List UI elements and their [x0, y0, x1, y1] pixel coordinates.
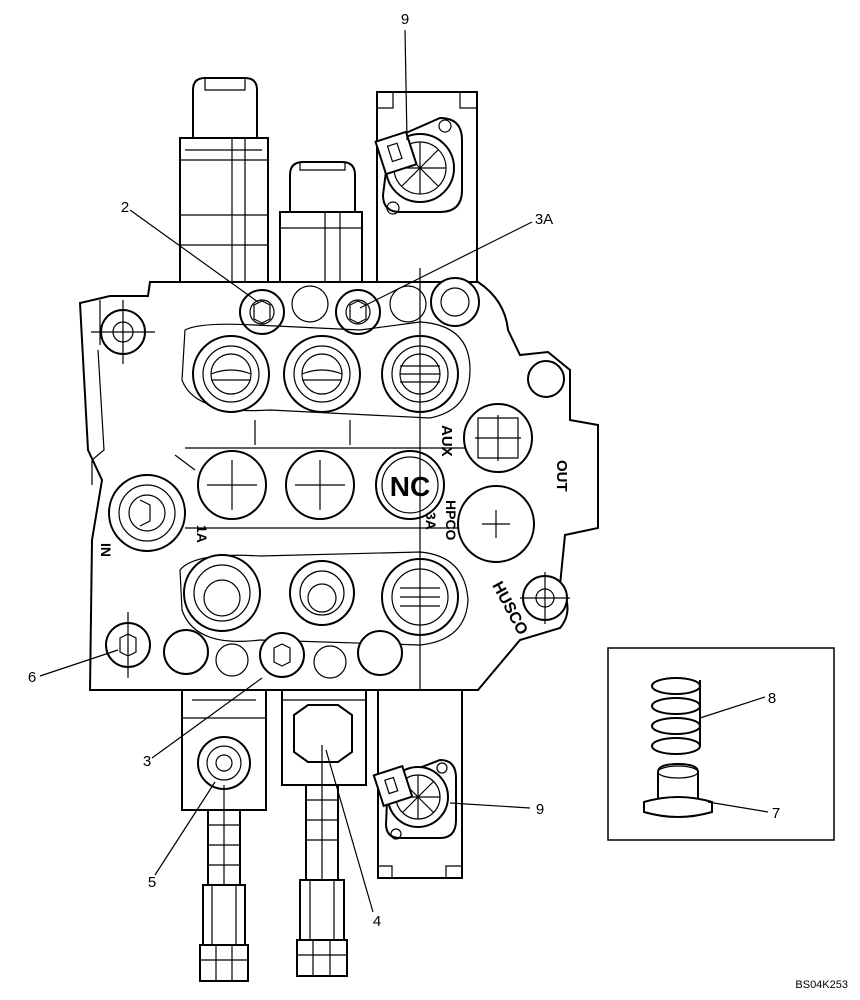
callout-9-top: 9: [401, 11, 409, 28]
in-cast-label: IN: [98, 543, 114, 557]
detail-inset-spring-plug: [607, 647, 835, 841]
port-3a-cast-label: 3A: [423, 512, 439, 530]
callout-7: 7: [772, 805, 780, 822]
callout-labels: 9 2 3A 6 3 5 4 9 8 7: [28, 11, 780, 930]
callout-3a: 3A: [535, 211, 553, 228]
leader-lines: [39, 29, 769, 913]
plug-row-middle: [197, 450, 445, 520]
sensor-connector-block-top: [374, 91, 478, 283]
callout-9-bottom: 9: [536, 801, 544, 818]
bolt-row-bottom: [105, 612, 403, 679]
solenoid-assembly-5: [181, 689, 267, 982]
aux-cast-label: AUX: [438, 425, 455, 457]
callout-8: 8: [768, 690, 776, 707]
callout-3: 3: [143, 753, 151, 770]
solenoid-assembly-4: [281, 689, 367, 977]
plug-detail: [643, 762, 713, 818]
callout-6: 6: [28, 669, 36, 686]
callout-2: 2: [121, 199, 129, 216]
work-ports-upper: [192, 335, 459, 413]
drawing-reference-code: BS04K253: [795, 979, 848, 991]
port-1a-cast-label: 1A: [194, 525, 210, 543]
hpco-cast-label: HPCO: [443, 500, 459, 541]
work-ports-lower: [183, 554, 459, 636]
spring-detail: [651, 677, 701, 755]
solenoid-cartridge-right: [279, 161, 363, 283]
sensor-connector-block-bottom: [372, 689, 463, 879]
bolt-row-top: [239, 277, 480, 335]
inlet-port: [108, 474, 186, 552]
valve-body: [78, 268, 599, 695]
solenoid-cartridge-left: [179, 77, 269, 283]
nc-cast-label: NC: [390, 471, 430, 502]
callout-5: 5: [148, 874, 156, 891]
out-cast-label: OUT: [553, 460, 570, 492]
callout-4: 4: [373, 913, 381, 930]
aux-out-ports: [457, 360, 570, 624]
